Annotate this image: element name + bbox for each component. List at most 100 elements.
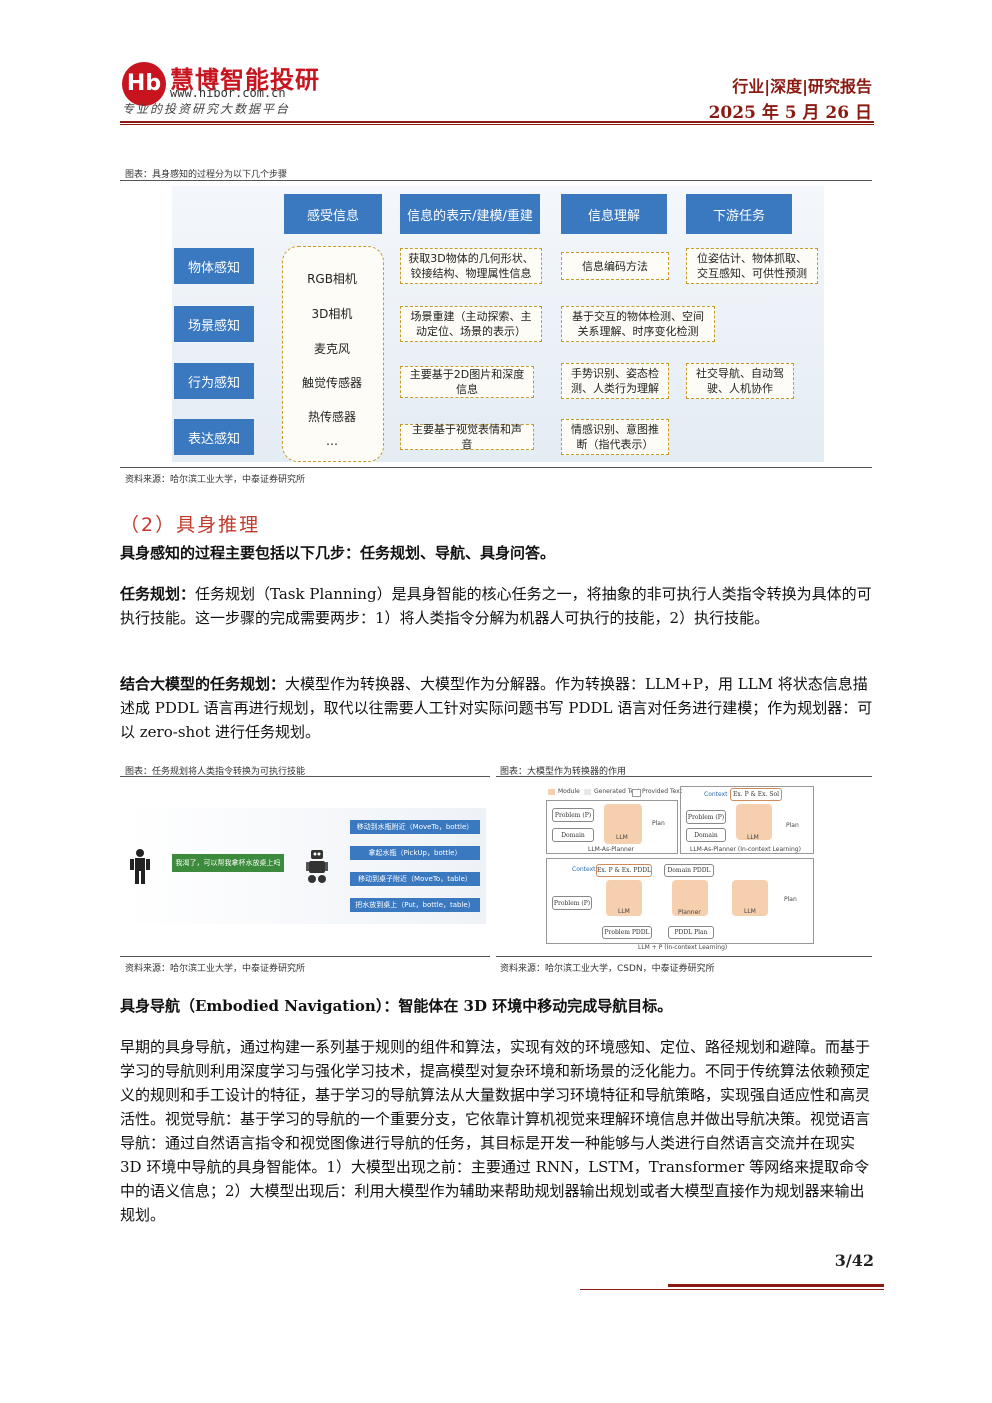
cell-scene-represent: 场景重建（主动探索、主动定位、场景的表示） [400, 306, 542, 342]
figure2-bottom-rule [120, 956, 490, 957]
col-header-sense: 感受信息 [284, 194, 382, 234]
paragraph-llm-planning: 结合大模型的任务规划：大模型作为转换器、大模型作为分解器。作为转换器：LLM+P… [120, 672, 874, 744]
cell-object-represent: 获取3D物体的几何形状、铰接结构、物理属性信息 [400, 248, 542, 284]
panelC-subtitle: LLM + P (In-context Learning) [638, 944, 728, 951]
panelA-llm: LLM [616, 834, 628, 841]
row-header-scene: 场景感知 [174, 306, 254, 342]
figure3-caption: 图表：大模型作为转换器的作用 [500, 767, 627, 777]
panelB-llm: LLM [747, 834, 759, 841]
figure2-source: 资料来源：哈尔滨工业大学，中泰证券研究所 [125, 964, 306, 974]
figure2-top-rule [120, 776, 490, 777]
paragraph-navigation: 早期的具身导航，通过构建一系列基于规则的组件和算法，实现有效的环境感知、定位、路… [120, 1038, 871, 1224]
figure1-source: 资料来源：哈尔滨工业大学，中泰证券研究所 [125, 475, 306, 485]
paragraph-navigation-heading: 具身导航（Embodied Navigation）：智能体在 3D 环境中移动完… [120, 997, 673, 1015]
figure1-top-rule [120, 180, 872, 181]
sensor-list [282, 246, 384, 462]
page-number: 3/42 [834, 1251, 874, 1270]
cell-expression-represent: 主要基于视觉表情和声音 [400, 423, 534, 451]
panelC-llm: LLM [618, 908, 630, 915]
figure3-top-rule [496, 776, 872, 777]
panelB-plan: Plan [786, 822, 799, 829]
sensor-mic: 麦克风 [313, 342, 350, 356]
panelA-domain: Domain [552, 828, 594, 842]
step-3: 移动到桌子附近（MoveTo，table） [350, 872, 480, 886]
panelA-llm-icon [604, 804, 642, 844]
panelA-subtitle: LLM-As-Planner [588, 846, 635, 853]
figure3-diagram: Module Generated Text Provided Text Prob… [540, 782, 818, 952]
person-icon [130, 849, 150, 884]
sensor-3d: 3D相机 [311, 307, 353, 321]
row-header-behavior: 行为感知 [174, 363, 254, 399]
legend-module-swatch [548, 789, 555, 795]
section-lead: 具身感知的过程主要包括以下几步：任务规划、导航、具身问答。 [120, 544, 556, 562]
paragraph-task-planning: 任务规划：任务规划（Task Planning）是具身智能的核心任务之一，将抽象… [120, 582, 874, 630]
header-rule-thin [120, 124, 874, 125]
panel-llm-as-planner-icl [680, 786, 814, 854]
panel-llm-as-planner [546, 800, 678, 854]
panelB-domain: Domain [686, 828, 726, 842]
panelC-problem-pddl: Problem PDDL [602, 926, 652, 939]
paragraph-llm-planning-heading: 结合大模型的任务规划： [120, 675, 286, 693]
report-date: 2025 年 5 月 26 日 [708, 103, 872, 123]
figure1-diagram: 感受信息 信息的表示/建模/重建 信息理解 下游任务 物体感知 场景感知 行为感… [172, 186, 824, 462]
panelA-plan: Plan [652, 820, 665, 827]
report-category: 行业|深度|研究报告 [732, 77, 872, 96]
col-header-understand: 信息理解 [561, 194, 667, 234]
panelC-domain-pddl: Domain PDDL [664, 864, 714, 877]
panelC-pddl-plan: PDDL Plan [668, 926, 714, 939]
panelA-problem: Problem (P) [552, 808, 594, 822]
panelB-problem: Problem (P) [686, 810, 726, 824]
sensor-rgb: RGB相机 [307, 272, 357, 286]
panelC-example: Ex. P & Ex. PDDL [596, 864, 652, 877]
figure1-bottom-rule [120, 467, 872, 468]
cell-behavior-downstream: 社交导航、自动驾驶、人机协作 [686, 363, 794, 399]
panelC-planner-icon [672, 880, 708, 916]
logo-icon: Hb [122, 62, 166, 106]
footer-rule [668, 1284, 884, 1287]
footer-rule-thin [580, 1289, 884, 1290]
cell-scene-understand: 基于交互的物体检测、空间关系理解、时序变化检测 [561, 306, 715, 342]
cell-object-downstream: 位姿估计、物体抓取、交互感知、可供性预测 [686, 248, 818, 284]
panel-llm-plus-p [546, 858, 814, 944]
panelC-plan: Plan [784, 896, 797, 903]
logo-slogan: 专业的投资研究大数据平台 [122, 102, 291, 116]
panelC-planner: Planner [678, 909, 701, 916]
row-header-expression: 表达感知 [174, 419, 254, 455]
step-1: 移动到水瓶附近（MoveTo，bottle） [350, 820, 480, 834]
step-2: 拿起水瓶（PickUp，bottle） [350, 846, 480, 860]
legend-provided: Provided Text [642, 788, 683, 795]
instruction-bubble: 我渴了，可以帮我拿杯水放桌上吗 [172, 854, 284, 872]
panelB-subtitle: LLM-As-Planner (In-context Learning) [690, 846, 801, 853]
panelC-llm2: LLM [744, 908, 756, 915]
section-title: （2）具身推理 [120, 514, 261, 536]
figure3-source: 资料来源：哈尔滨工业大学，CSDN，中泰证券研究所 [500, 964, 715, 974]
panelB-example: Ex. P & Ex. Sol [730, 788, 782, 801]
sensor-touch: 触觉传感器 [301, 376, 362, 390]
sensor-more: … [326, 434, 338, 448]
legend-module: Module [558, 788, 580, 795]
cell-behavior-represent: 主要基于2D图片和深度信息 [400, 366, 534, 398]
logo-url[interactable]: www.hibor.com.cn [170, 86, 286, 100]
paragraph-task-planning-text: 任务规划（Task Planning）是具身智能的核心任务之一，将抽象的非可执行… [120, 585, 872, 627]
header-rule [120, 121, 874, 123]
col-header-represent: 信息的表示/建模/重建 [400, 194, 540, 234]
sensor-thermal: 热传感器 [307, 410, 356, 424]
panelB-llm-icon [736, 804, 772, 840]
figure2-diagram: 我渴了，可以帮我拿杯水放桌上吗 移动到水瓶附近（MoveTo，bottle） 拿… [122, 808, 486, 924]
logo-name: 慧博智能投研 [170, 66, 320, 94]
legend-generated: Generated Text [594, 788, 640, 795]
cell-behavior-understand: 手势识别、姿态检测、人类行为理解 [561, 363, 669, 399]
robot-icon [306, 850, 328, 883]
legend-generated-swatch [584, 789, 591, 795]
panelC-problem: Problem (P) [552, 896, 592, 910]
row-header-object: 物体感知 [174, 248, 254, 284]
legend-provided-swatch [632, 789, 641, 797]
panelB-context: Context [704, 791, 728, 798]
panelC-llm-icon [606, 880, 642, 916]
figure3-bottom-rule [496, 956, 872, 957]
figure1-caption: 图表：具身感知的过程分为以下几个步骤 [125, 170, 288, 180]
paragraph-llm-planning-text: 大模型作为转换器、大模型作为分解器。作为转换器：LLM+P，用 LLM 将状态信… [120, 675, 873, 741]
panelC-context: Context [572, 866, 596, 873]
cell-expression-understand: 情感识别、意图推断（指代表示） [561, 419, 669, 455]
figure2-caption: 图表：任务规划将人类指令转换为可执行技能 [125, 767, 306, 777]
